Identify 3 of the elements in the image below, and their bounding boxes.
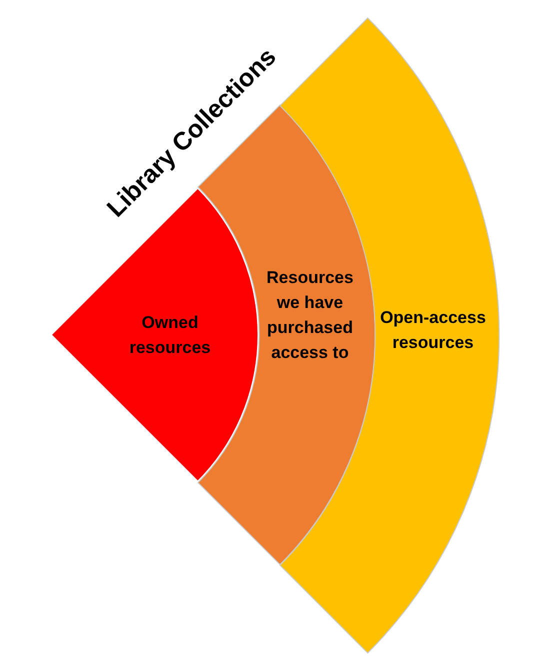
band-label: Owned resources (128, 312, 212, 359)
band-label: Open-access resources (379, 306, 487, 354)
band-label: Resources we have purchased access to (266, 266, 354, 364)
